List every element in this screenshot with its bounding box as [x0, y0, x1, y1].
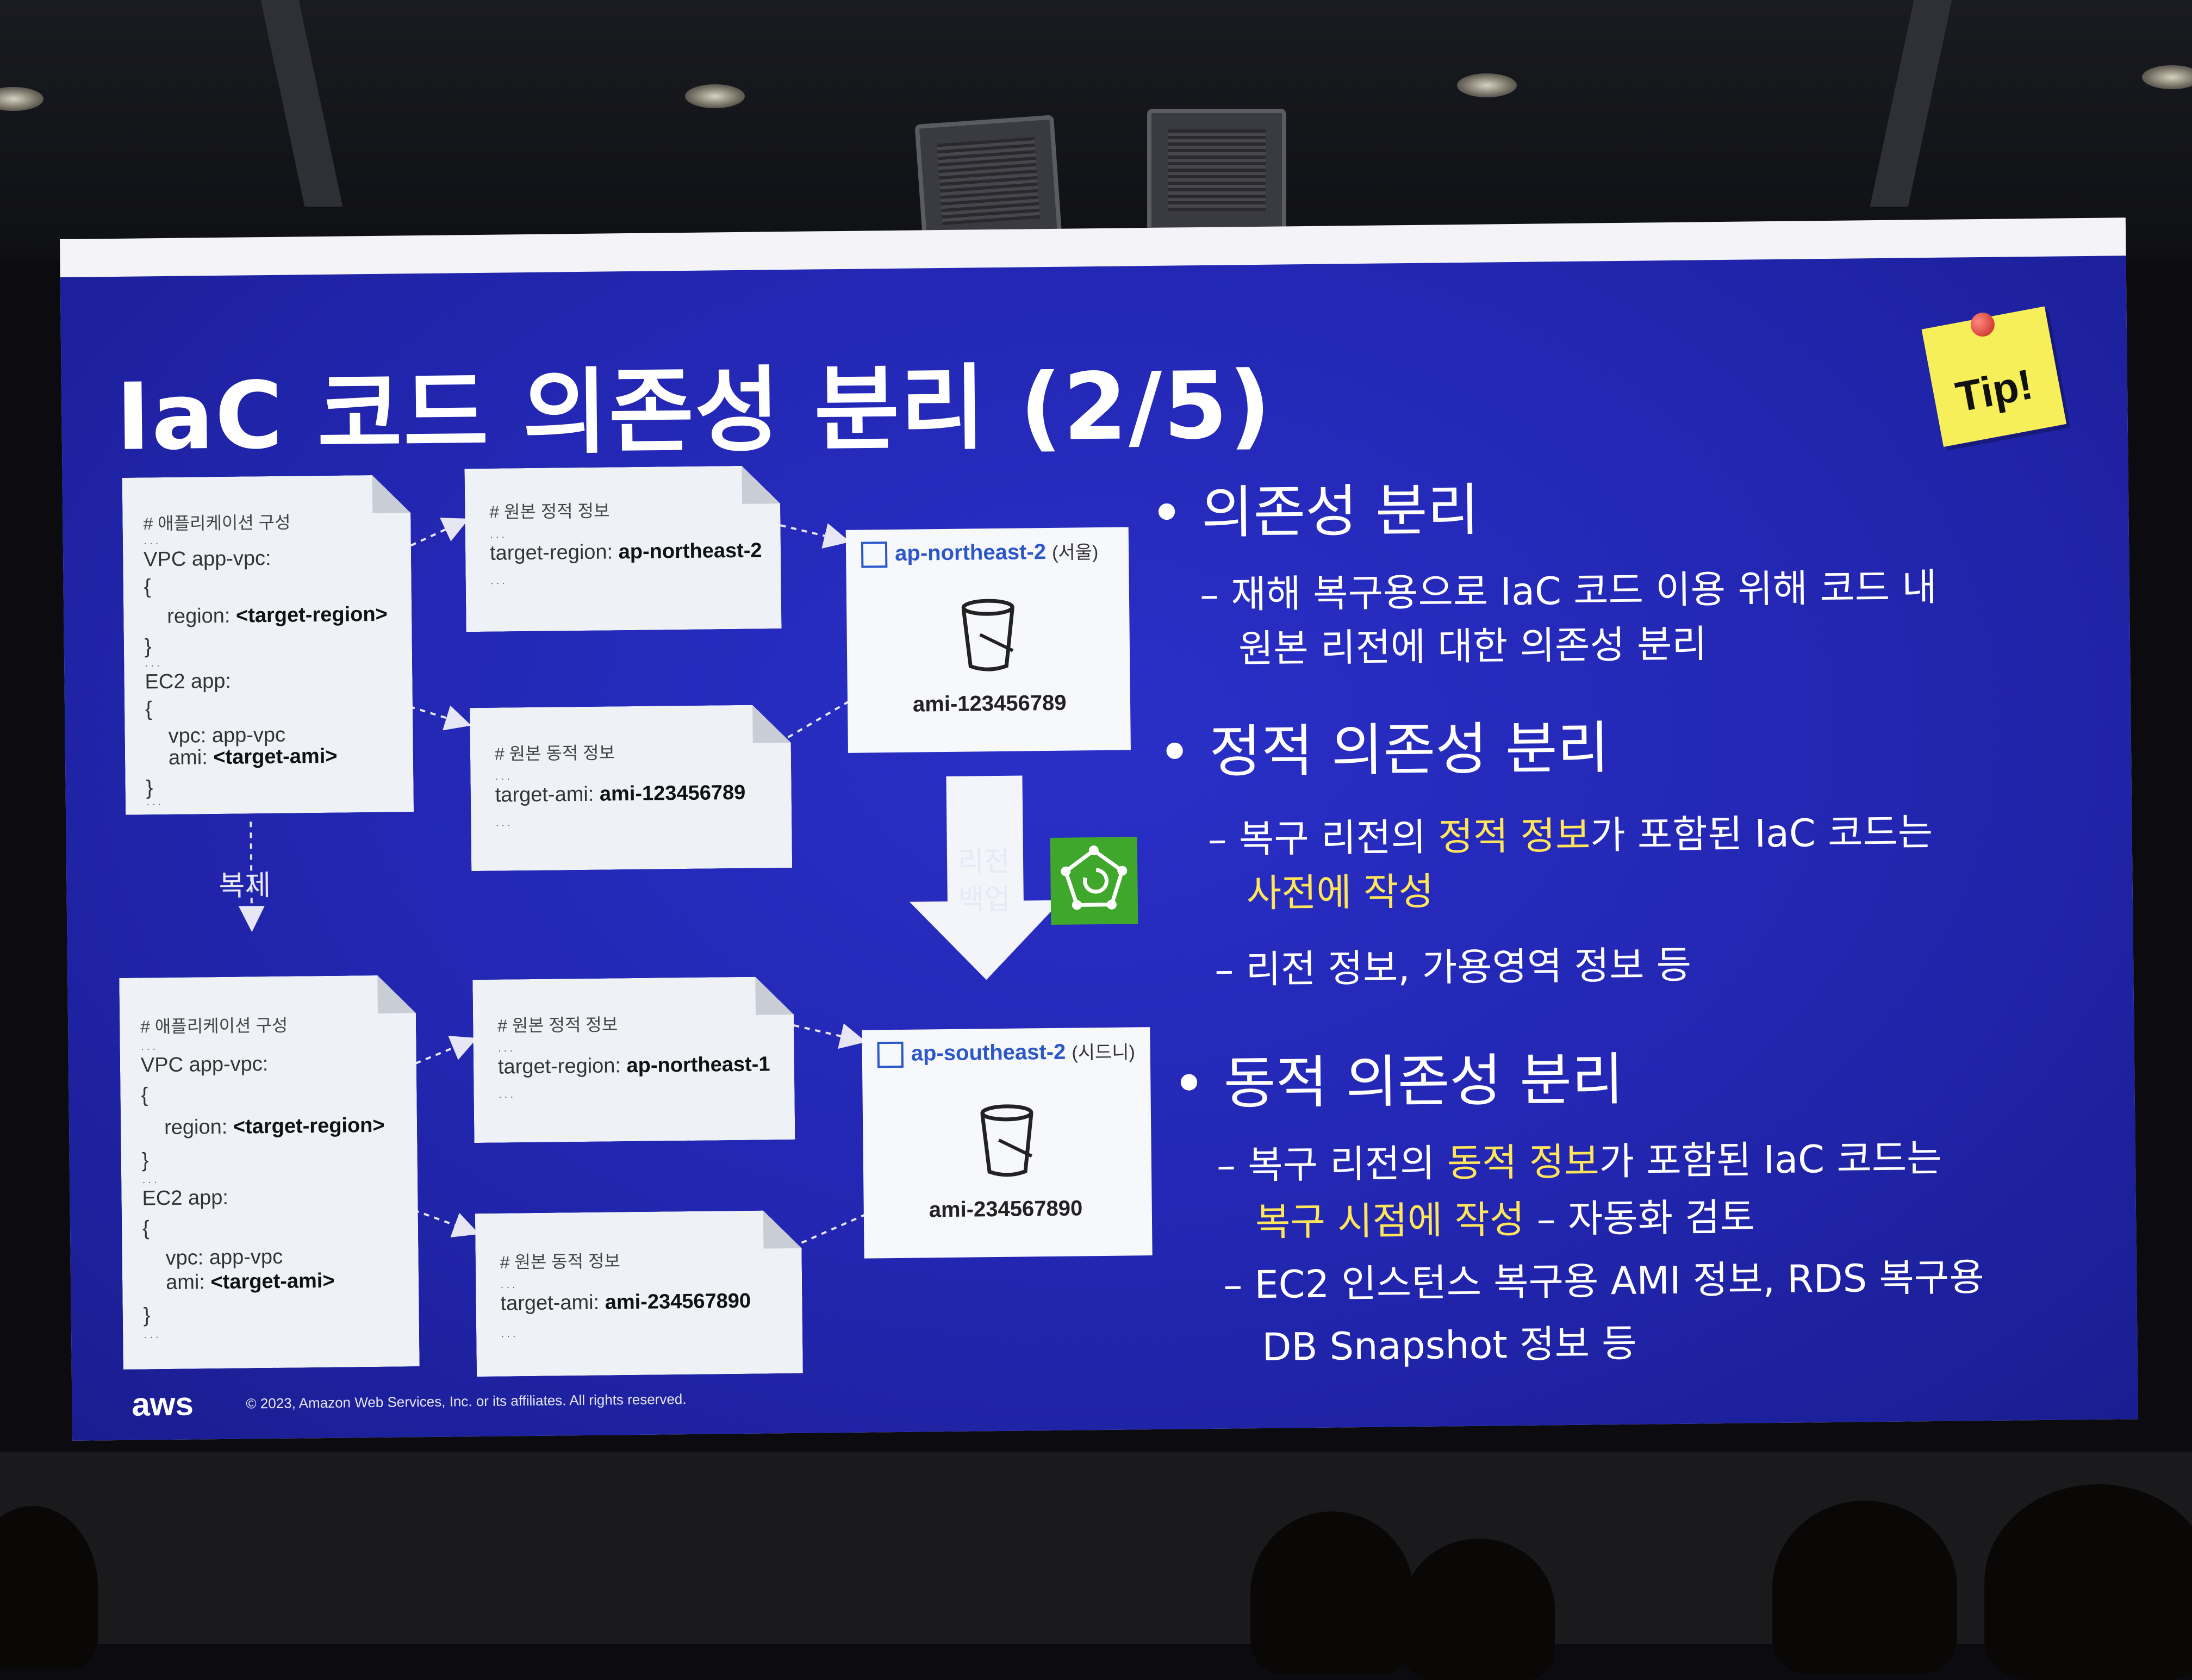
code-line: }: [143, 1304, 151, 1327]
audience-head: [1984, 1484, 2192, 1680]
doc-comment: # 원본 동적 정보: [494, 743, 615, 764]
audience-head: [1772, 1501, 1957, 1675]
sub-bullet: – 리전 정보, 가용영역 정보 등: [1214, 942, 1692, 992]
ami-id: ami-123456789: [912, 690, 1067, 717]
sub-bullet: – 복구 리전의 동적 정보가 포함된 IaC 코드는: [1216, 1135, 1942, 1188]
code-line-region: region: <target-region>: [164, 1113, 385, 1140]
sub-bullet: – 복구 리전의 정적 정보가 포함된 IaC 코드는: [1207, 809, 1933, 862]
sub-bullet: 복구 시점에 작성 – 자동화 검토: [1255, 1194, 1755, 1245]
lower-wall: [0, 1452, 2192, 1680]
code-line: VPC app-vpc:: [140, 1053, 269, 1077]
code-line: {: [144, 575, 151, 599]
doc-comment: # 원본 정적 정보: [489, 501, 610, 522]
code-line-target-ami: target-ami: ami-234567890: [500, 1289, 751, 1315]
region-box-seoul: ap-northeast-2 (서울) ami-123456789: [845, 527, 1131, 753]
bottom-static-info-doc: # 원본 정적 정보 ··· target-region: ap-northea…: [472, 976, 795, 1143]
projection-screen: IaC 코드 의존성 분리 (2/5) Tip! # 애플리케이션 구성 ···: [60, 217, 2138, 1441]
sub-bullet: 원본 리전에 대한 의존성 분리: [1238, 621, 1708, 671]
aws-logo: aws: [132, 1385, 194, 1423]
region-name: ap-southeast-2 (시드니): [877, 1037, 1136, 1068]
region-box-sydney: ap-southeast-2 (시드니) ami-234567890: [862, 1027, 1153, 1259]
s3-bucket-icon: [961, 599, 1014, 671]
sub-bullet: DB Snapshot 정보 등: [1262, 1321, 1637, 1370]
code-line: {: [141, 1084, 148, 1107]
top-dynamic-info-doc: # 원본 동적 정보 ··· target-ami: ami-123456789…: [470, 705, 792, 871]
ceiling-light: [2142, 65, 2192, 89]
code-line: EC2 app:: [142, 1186, 229, 1210]
ami-id: ami-234567890: [929, 1196, 1083, 1222]
code-line: {: [145, 698, 152, 721]
bottom-app-config-doc: # 애플리케이션 구성 ··· VPC app-vpc: { region: <…: [119, 975, 420, 1370]
code-line-ami: ami: <target-ami>: [168, 744, 338, 769]
s3-bucket-icon: [980, 1104, 1033, 1177]
bottom-dynamic-info-doc: # 원본 동적 정보 ··· target-ami: ami-234567890…: [475, 1210, 803, 1377]
bullet-static-separation: • 정적 의존성 분리: [1157, 714, 1610, 786]
projector-left: [914, 115, 1062, 247]
code-line: EC2 app:: [145, 669, 232, 694]
audience-head: [1403, 1539, 1555, 1680]
audience-head: [0, 1506, 98, 1669]
region-backup-label: 백업: [958, 883, 1011, 917]
ceiling: [0, 0, 2192, 261]
projector-right: [1147, 109, 1286, 232]
doc-comment: # 애플리케이션 구성: [143, 512, 291, 534]
copy-label: 복제: [219, 869, 271, 903]
code-line-target-ami: target-ami: ami-123456789: [495, 781, 746, 807]
doc-comment: # 애플리케이션 구성: [140, 1015, 288, 1037]
code-line-ami: ami: <target-ami>: [165, 1269, 335, 1295]
aws-backup-icon: [1050, 837, 1138, 925]
audience-head: [1250, 1511, 1413, 1675]
region-backup-arrow: [909, 775, 1062, 980]
code-line: }: [146, 776, 153, 800]
code-line-region: region: <target-region>: [167, 602, 388, 628]
code-line: }: [141, 1149, 149, 1172]
sub-bullet: – EC2 인스턴스 복구용 AMI 정보, RDS 복구용: [1223, 1255, 1984, 1308]
ceiling-beam: [260, 0, 343, 207]
region-flag-icon: [861, 542, 888, 569]
ceiling-light: [1457, 73, 1517, 97]
code-line: VPC app-vpc:: [143, 546, 271, 571]
code-line: {: [142, 1217, 150, 1240]
bullet-dependency-separation: • 의존성 분리: [1149, 476, 1480, 547]
top-app-config-doc: # 애플리케이션 구성 ··· VPC app-vpc: { region: <…: [122, 475, 414, 815]
region-name: ap-northeast-2 (서울): [861, 537, 1099, 569]
ceiling-light: [685, 84, 745, 108]
bullet-dynamic-separation: • 동적 의존성 분리: [1172, 1046, 1624, 1117]
doc-comment: # 원본 동적 정보: [500, 1251, 621, 1272]
sub-bullet: – 재해 복구용으로 IaC 코드 이용 위해 코드 내: [1199, 564, 1938, 618]
ceiling-light: [0, 87, 43, 111]
doc-comment: # 원본 정적 정보: [497, 1015, 618, 1036]
code-line: vpc: app-vpc: [165, 1245, 283, 1270]
connector-top-region: [410, 518, 469, 547]
region-backup-label: 리전: [957, 845, 1011, 879]
code-line-target-region: target-region: ap-northeast-1: [497, 1053, 770, 1079]
slide: IaC 코드 의존성 분리 (2/5) Tip! # 애플리케이션 구성 ···: [60, 256, 2138, 1441]
top-static-info-doc: # 원본 정적 정보 ··· target-region: ap-northea…: [464, 465, 781, 632]
ceiling-beam: [1870, 0, 1952, 207]
connector-bottom-static-to-region: [793, 1023, 867, 1049]
code-line-target-region: target-region: ap-northeast-2: [489, 539, 762, 565]
code-line: vpc: app-vpc: [168, 723, 286, 748]
connector-top-static-to-region: [780, 523, 850, 549]
sub-bullet-highlight: 사전에 작성: [1246, 869, 1434, 916]
connector-bottom-region: [405, 1036, 477, 1069]
connector-copy: [238, 822, 265, 932]
code-line: }: [144, 635, 152, 658]
region-flag-icon: [877, 1042, 904, 1068]
